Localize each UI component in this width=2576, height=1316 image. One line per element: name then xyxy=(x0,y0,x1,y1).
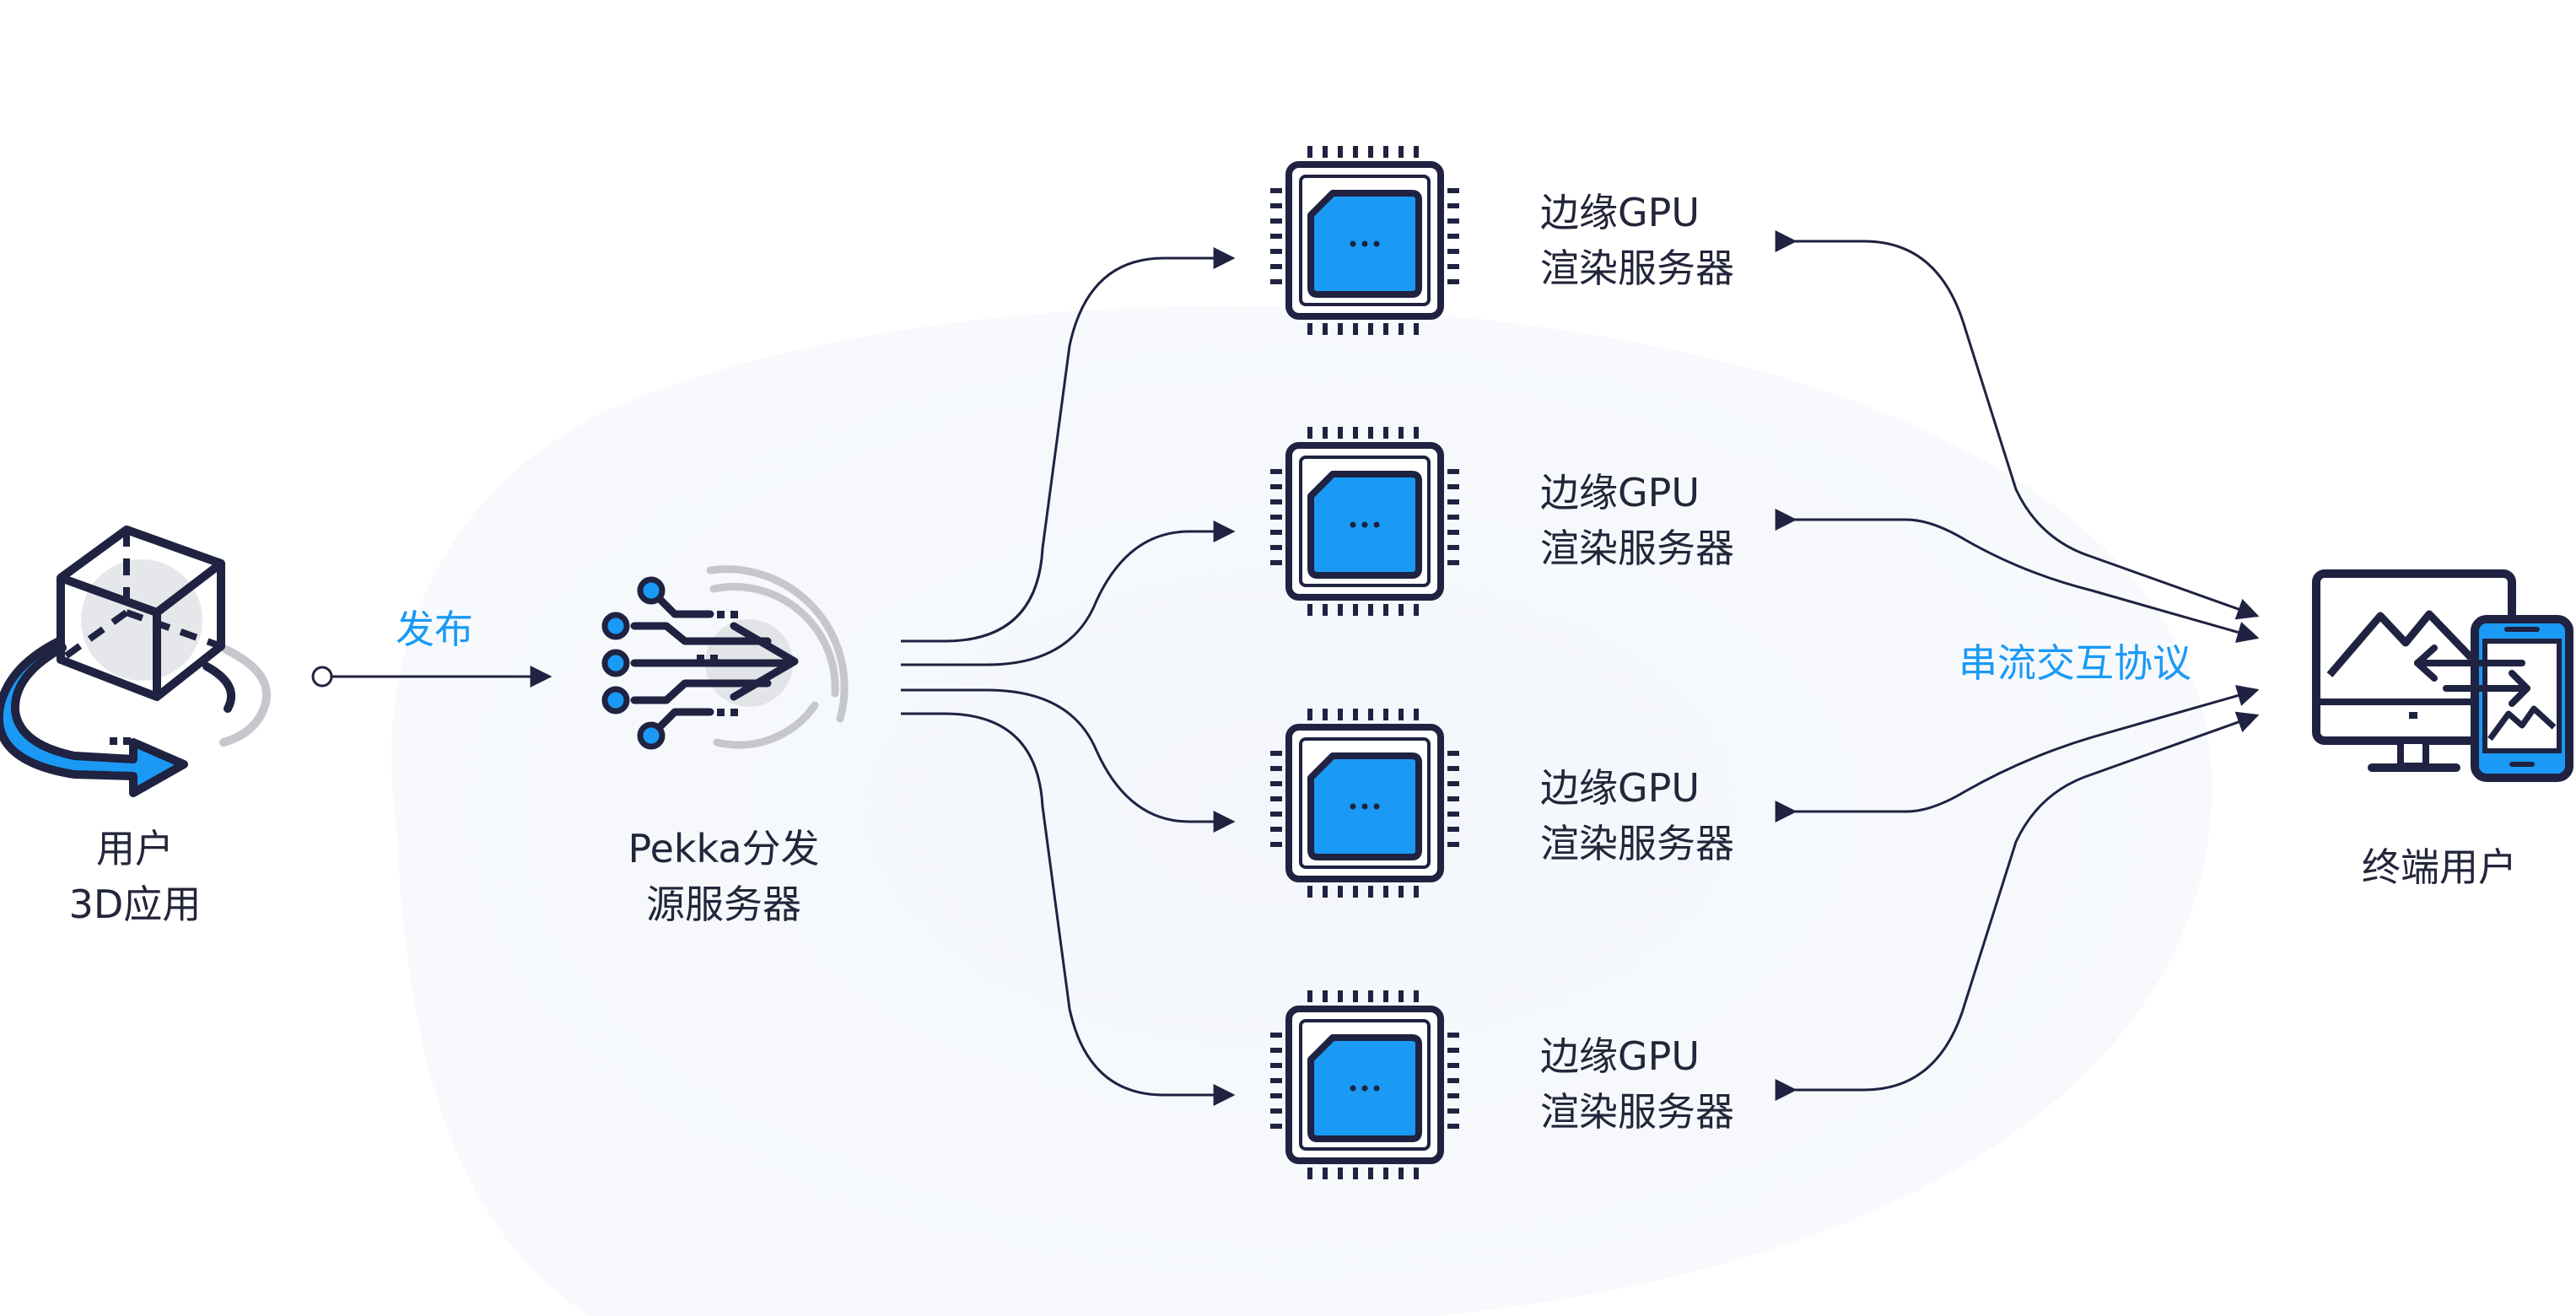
publish-connector xyxy=(311,666,552,688)
origin-to-gpu-connectors xyxy=(901,247,1236,1106)
distribution-arrow-icon xyxy=(601,565,849,750)
desktop-mobile-icon xyxy=(2312,569,2573,782)
origin-server-label-line2: 源服务器 xyxy=(646,882,801,927)
gpu-server-2-label-line2: 渲染服务器 xyxy=(1540,526,1734,571)
user-app-label-line2: 3D应用 xyxy=(69,882,202,927)
gpu-to-enduser-connectors xyxy=(1775,230,2260,1101)
publish-label: 发布 xyxy=(396,607,473,652)
gpu-server-1-label-line2: 渲染服务器 xyxy=(1540,245,1734,291)
gpu-chip-icon-4 xyxy=(1270,990,1459,1179)
gpu-server-4-label-line1: 边缘GPU xyxy=(1540,1033,1700,1079)
gpu-chip-icon-2 xyxy=(1270,427,1459,616)
gpu-chip-icon-1 xyxy=(1270,146,1459,335)
gpu-server-2-label-line1: 边缘GPU xyxy=(1540,470,1700,515)
gpu-server-1-label-line1: 边缘GPU xyxy=(1540,190,1700,235)
end-user-label: 终端用户 xyxy=(2362,844,2517,890)
user-app-label-line1: 用户 xyxy=(96,826,174,871)
cube-rotate-icon xyxy=(0,526,271,797)
gpu-server-3-label-line1: 边缘GPU xyxy=(1540,765,1700,811)
gpu-chip-icon-3 xyxy=(1270,709,1459,898)
gpu-server-3-label-line2: 渲染服务器 xyxy=(1540,821,1734,866)
origin-server-label-line1: Pekka分发 xyxy=(628,826,819,871)
protocol-label: 串流交互协议 xyxy=(1959,640,2191,686)
gpu-server-4-label-line2: 渲染服务器 xyxy=(1540,1089,1734,1135)
